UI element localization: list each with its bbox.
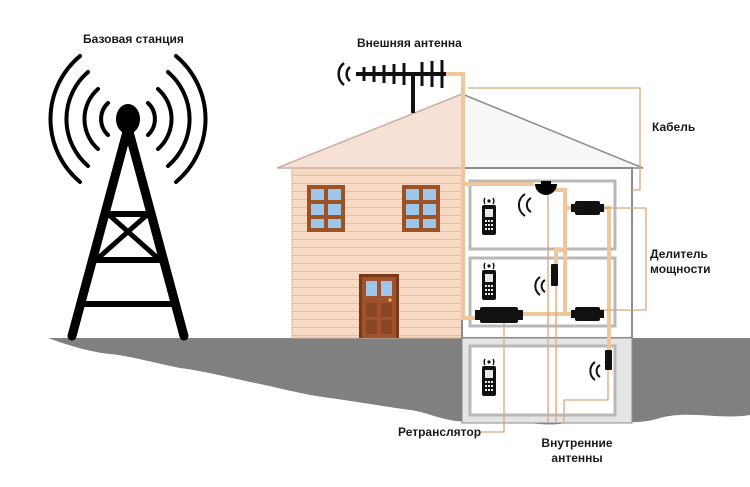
external-antenna-label: Внешняя антенна — [357, 36, 462, 50]
power-divider-label-line2: мощности — [650, 262, 711, 276]
wall-antenna-icon — [589, 350, 612, 381]
ceiling-antenna-icon — [518, 181, 557, 217]
window-left — [307, 185, 345, 232]
repeater-icon — [475, 307, 523, 323]
leader-lines — [468, 87, 647, 433]
splitter-icon — [571, 201, 604, 215]
roof-side — [461, 92, 644, 169]
base-station-label: Базовая станция — [83, 32, 184, 46]
phone-icon — [482, 262, 496, 300]
phone-icon — [482, 358, 496, 396]
internal-antennas-label-line1: Внутренние — [541, 436, 613, 450]
yagi-antenna-icon — [337, 60, 448, 113]
wall-antenna-icon — [534, 264, 558, 296]
tower-icon — [48, 54, 208, 341]
internal-antennas-label-line2: антенны — [551, 451, 603, 465]
repeater-label: Ретранслятор — [398, 425, 482, 439]
ground — [48, 338, 750, 425]
phone-icon — [482, 197, 496, 235]
power-divider-label-line1: Делитель — [650, 247, 708, 261]
splitter-icon — [571, 307, 604, 321]
roof — [276, 92, 463, 169]
door — [359, 274, 399, 338]
window-right — [402, 185, 440, 232]
cable-label: Кабель — [652, 120, 696, 134]
